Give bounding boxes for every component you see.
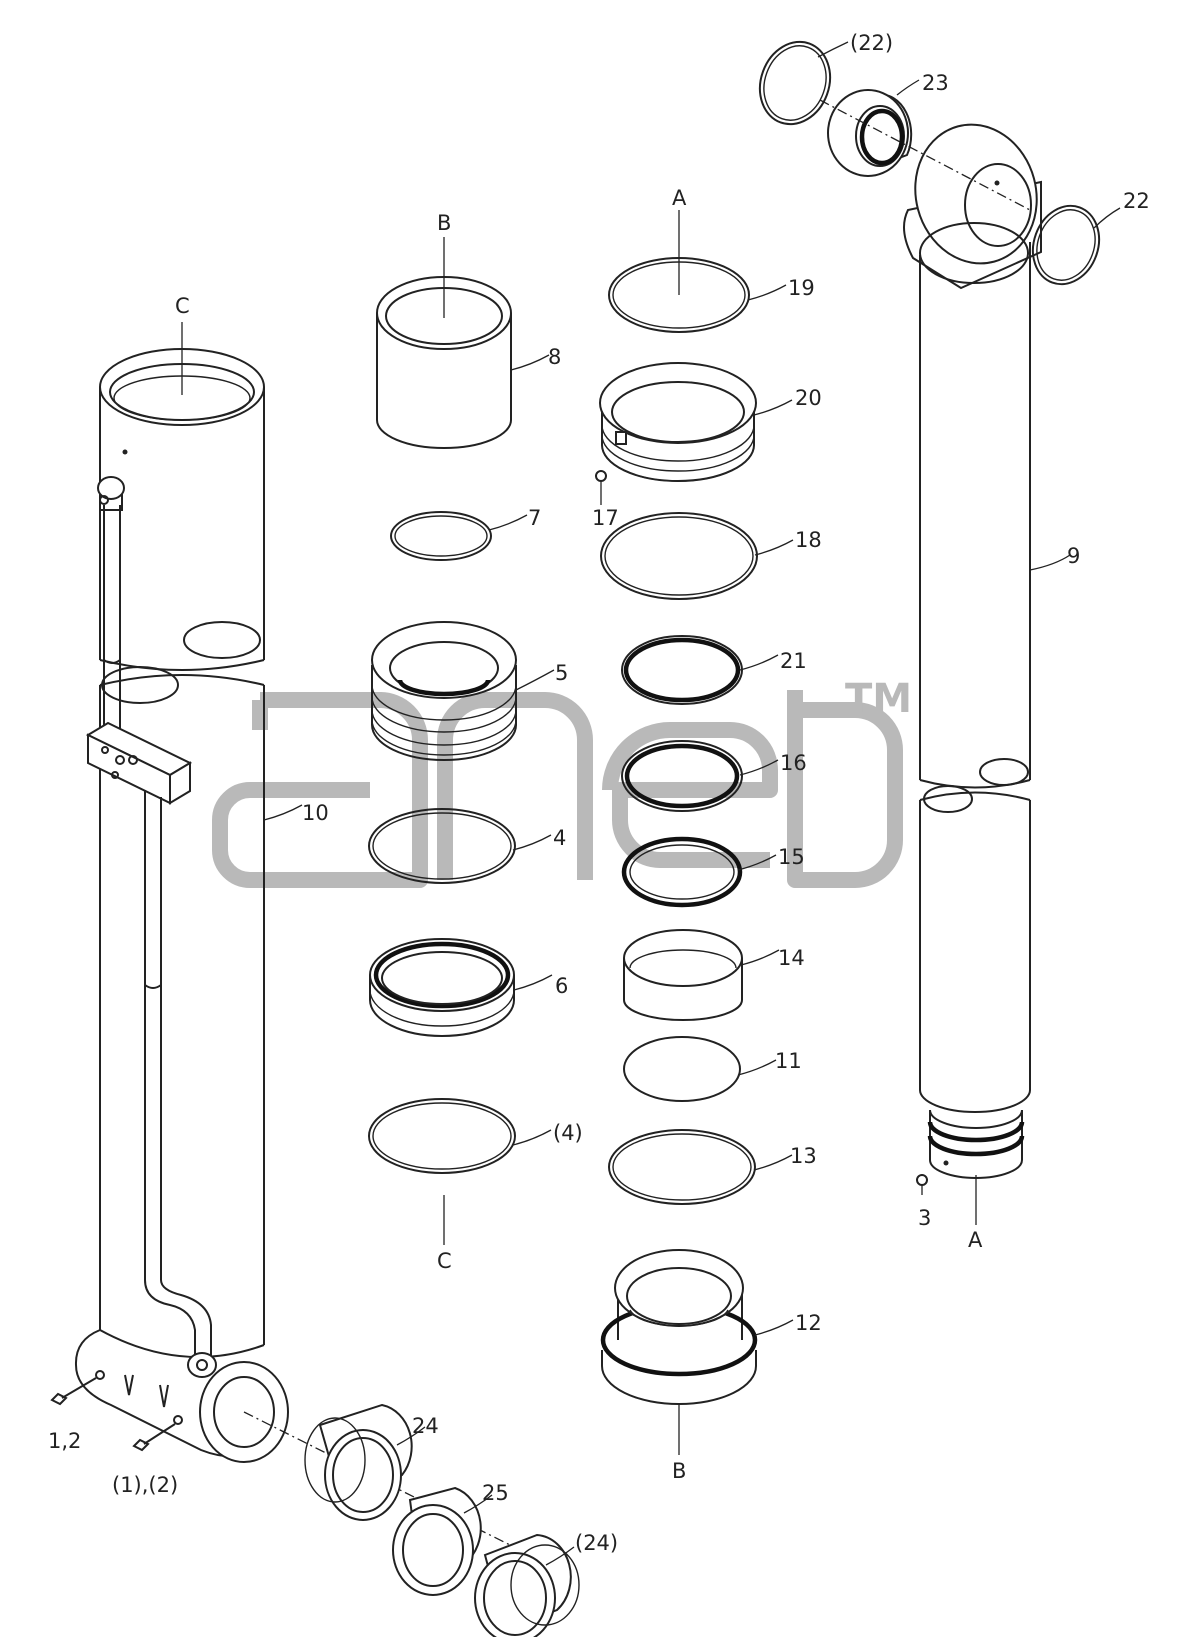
label-part-25: 25: [482, 1481, 509, 1505]
label-part-5: 5: [555, 661, 568, 685]
label-refB-bottom: B: [672, 1459, 686, 1483]
ring-4: [368, 808, 516, 884]
rod-cover-20: [599, 362, 757, 482]
label-refB-top: B: [437, 211, 451, 235]
label-part-20: 20: [795, 386, 822, 410]
label-part-3: 3: [918, 1206, 931, 1230]
bushing-24b: [474, 1533, 580, 1637]
label-refA-bottom: A: [968, 1228, 983, 1252]
o-ring-7: [390, 511, 492, 561]
label-part-15: 15: [778, 845, 805, 869]
seal-16: [621, 740, 743, 812]
label-part-1-2: 1,2: [48, 1429, 81, 1453]
label-part-1b-2b: (1),(2): [112, 1473, 178, 1497]
cylinder-tube: [74, 348, 561, 1571]
label-part-8: 8: [548, 345, 561, 369]
seal-21: [621, 635, 743, 705]
bushing-14: [623, 929, 743, 1021]
label-part-4b: (4): [553, 1121, 583, 1145]
seal-25: [392, 1486, 482, 1596]
snap-ring-22b: [758, 40, 832, 126]
bushing-23: [827, 89, 913, 177]
label-part-9: 9: [1067, 544, 1080, 568]
label-part-18: 18: [795, 528, 822, 552]
label-part-12: 12: [795, 1311, 822, 1335]
label-part-21: 21: [780, 649, 807, 673]
ring-4b: [368, 1098, 516, 1174]
seal-15: [621, 836, 743, 908]
label-part-16: 16: [780, 751, 807, 775]
hydraulic-pipe: [85, 476, 217, 1378]
ring-13: [608, 1129, 756, 1205]
label-part-10: 10: [302, 801, 329, 825]
piston-rod-9: [903, 123, 1042, 1179]
ring-18: [600, 512, 758, 600]
grease-fitting-1b: [132, 1423, 176, 1452]
label-refA-top: A: [672, 186, 687, 210]
label-part-17: 17: [592, 506, 619, 530]
leader-lines: [181, 41, 1121, 1566]
bushing-24: [304, 1403, 413, 1521]
label-part-13: 13: [790, 1144, 817, 1168]
grease-fitting-1: [50, 1377, 97, 1406]
label-part-6: 6: [555, 974, 568, 998]
label-refC-top: C: [175, 294, 190, 318]
label-part-7: 7: [528, 506, 541, 530]
snap-ring-22: [1031, 204, 1101, 286]
label-part-14: 14: [778, 946, 805, 970]
label-part-22: 22: [1123, 189, 1150, 213]
label-part-19: 19: [788, 276, 815, 300]
label-refC-bottom: C: [437, 1249, 452, 1273]
seal-6: [369, 938, 515, 1037]
label-part-22b: (22): [850, 31, 893, 55]
label-part-23: 23: [922, 71, 949, 95]
watermark-tm: TM: [845, 676, 912, 722]
ring-11: [623, 1036, 741, 1102]
label-part-24b: (24): [575, 1531, 618, 1555]
piston-nut-12: [600, 1249, 758, 1405]
part-labels: C B A C B A 8 7 5 10 4 6 (4) 19 20 17 18…: [48, 31, 1150, 1555]
set-screw-3: [916, 1174, 928, 1186]
piston-5: [371, 621, 517, 761]
label-part-4: 4: [553, 826, 566, 850]
set-screw-17: [595, 470, 607, 482]
label-part-11: 11: [775, 1049, 802, 1073]
label-part-24: 24: [412, 1414, 439, 1438]
